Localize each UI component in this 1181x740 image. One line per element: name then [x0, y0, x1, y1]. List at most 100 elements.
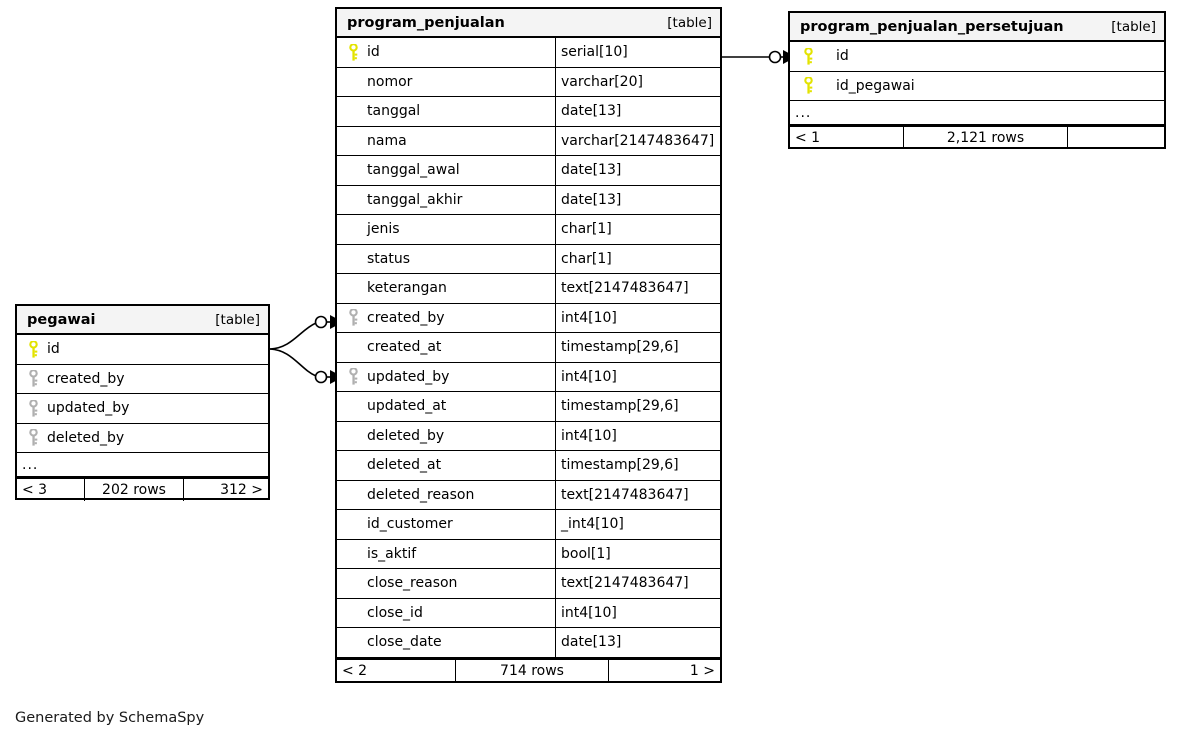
footer-child-count[interactable]: 1 > [689, 662, 715, 679]
table-row[interactable]: deleted_reason text[2147483647] [337, 480, 720, 510]
table-row[interactable]: id_customer _int4[10] [337, 510, 720, 540]
table-row[interactable]: id [790, 42, 1164, 72]
column-name-cell: close_id [337, 599, 555, 628]
column-name: tanggal_akhir [367, 191, 463, 208]
column-name: deleted_at [367, 457, 442, 474]
column-name: id [47, 341, 60, 358]
table-row[interactable]: deleted_by [17, 424, 268, 453]
table-row[interactable]: deleted_by int4[10] [337, 421, 720, 451]
table-name: pegawai [27, 311, 96, 328]
column-type: date[13] [555, 97, 720, 126]
primary-key-icon [798, 47, 818, 65]
primary-key-icon [23, 340, 43, 358]
table-row[interactable]: updated_at timestamp[29,6] [337, 392, 720, 422]
table-row[interactable]: close_id int4[10] [337, 598, 720, 628]
relationship-pegawai-id-to-created_by [269, 315, 343, 350]
table-row[interactable]: created_by int4[10] [337, 303, 720, 333]
column-type: date[13] [555, 156, 720, 185]
footer-parent-count[interactable]: < 2 [342, 662, 368, 679]
table-kind-label: [table] [667, 14, 712, 31]
table-row[interactable]: deleted_at timestamp[29,6] [337, 451, 720, 481]
column-type: char[1] [555, 244, 720, 273]
column-type: date[13] [555, 628, 720, 657]
table-row[interactable]: id [17, 335, 268, 365]
column-name: updated_by [367, 368, 450, 385]
more-columns-indicator: ... [17, 453, 268, 477]
column-name: keterangan [367, 280, 447, 297]
table-name: program_penjualan [347, 14, 505, 31]
column-type: date[13] [555, 185, 720, 214]
column-name-cell: deleted_by [17, 424, 268, 453]
column-name-cell: nomor [337, 68, 555, 97]
table-row[interactable]: close_reason text[2147483647] [337, 569, 720, 599]
column-name-cell: created_by [17, 365, 268, 394]
column-type: serial[10] [555, 38, 720, 67]
column-type: char[1] [555, 215, 720, 244]
more-columns-indicator: ... [790, 101, 1164, 125]
relationship-program_penjualan-id-to-persetujuan-id [722, 50, 796, 64]
primary-key-icon [798, 77, 818, 94]
column-name-cell: updated_by [337, 363, 555, 392]
column-name-cell: id_pegawai [790, 72, 1164, 101]
footer-parent-count[interactable]: < 3 [22, 482, 48, 498]
column-type: bool[1] [555, 539, 720, 568]
table-row[interactable]: nama varchar[2147483647] [337, 126, 720, 156]
table-row[interactable]: created_at timestamp[29,6] [337, 333, 720, 363]
table-row[interactable]: nomor varchar[20] [337, 67, 720, 97]
foreign-key-icon [343, 309, 363, 326]
table-program_penjualan_persetujuan[interactable]: program_penjualan_persetujuan [table] id… [788, 11, 1166, 149]
column-name-cell: deleted_reason [337, 481, 555, 510]
table-program_penjualan[interactable]: program_penjualan [table] id serial[10] … [335, 7, 722, 683]
footer-child-count[interactable]: 312 > [220, 482, 263, 498]
column-type: timestamp[29,6] [555, 451, 720, 480]
table-row[interactable]: id serial[10] [337, 38, 720, 68]
table-pegawai[interactable]: pegawai [table] id created_by [15, 304, 270, 501]
table-row[interactable]: keterangan text[2147483647] [337, 274, 720, 304]
footer-child-count[interactable] [1068, 127, 1164, 149]
column-name-cell: tanggal_akhir [337, 186, 555, 215]
footer-parent-count[interactable]: < 1 [795, 130, 821, 146]
column-name: created_at [367, 339, 442, 356]
column-name-cell: tanggal_awal [337, 156, 555, 185]
table-row[interactable]: tanggal_awal date[13] [337, 156, 720, 186]
table-row[interactable]: id_pegawai [790, 72, 1164, 101]
relationship-pegawai-id-to-updated_by [269, 348, 343, 384]
table-row[interactable]: status char[1] [337, 244, 720, 274]
column-type: text[2147483647] [555, 569, 720, 598]
column-name-cell: created_by [337, 304, 555, 333]
table-row[interactable]: tanggal_akhir date[13] [337, 185, 720, 215]
column-type: varchar[2147483647] [555, 126, 720, 155]
column-name: tanggal_awal [367, 162, 460, 179]
table-title-pegawai: pegawai [table] [17, 306, 268, 335]
column-name: id_pegawai [836, 77, 915, 94]
table-row[interactable]: updated_by [17, 394, 268, 424]
column-name-cell: jenis [337, 215, 555, 244]
column-type: timestamp[29,6] [555, 333, 720, 362]
column-name-cell: deleted_by [337, 422, 555, 451]
foreign-key-icon [23, 370, 43, 387]
column-name-cell: keterangan [337, 274, 555, 303]
footer-row-count: 714 rows [455, 659, 609, 682]
column-name: id [367, 44, 380, 61]
column-type: int4[10] [555, 362, 720, 391]
table-kind-label: [table] [1111, 18, 1156, 35]
table-row[interactable]: is_aktif bool[1] [337, 539, 720, 569]
table-row[interactable]: created_by [17, 365, 268, 394]
foreign-key-icon [23, 399, 43, 417]
column-name-cell: created_at [337, 333, 555, 362]
column-name: close_reason [367, 575, 458, 592]
column-name-cell: deleted_at [337, 451, 555, 480]
column-name: id [836, 48, 849, 65]
table-row[interactable]: jenis char[1] [337, 215, 720, 245]
column-name-cell: is_aktif [337, 540, 555, 569]
column-name: updated_by [47, 400, 130, 417]
column-name: created_by [367, 309, 445, 326]
table-title-program_penjualan_persetujuan: program_penjualan_persetujuan [table] [790, 13, 1164, 42]
table-name: program_penjualan_persetujuan [800, 18, 1064, 35]
table-row[interactable]: updated_by int4[10] [337, 362, 720, 392]
table-row[interactable]: close_date date[13] [337, 628, 720, 658]
column-name-cell: updated_by [17, 394, 268, 423]
table-row[interactable]: tanggal date[13] [337, 97, 720, 127]
column-type: int4[10] [555, 421, 720, 450]
